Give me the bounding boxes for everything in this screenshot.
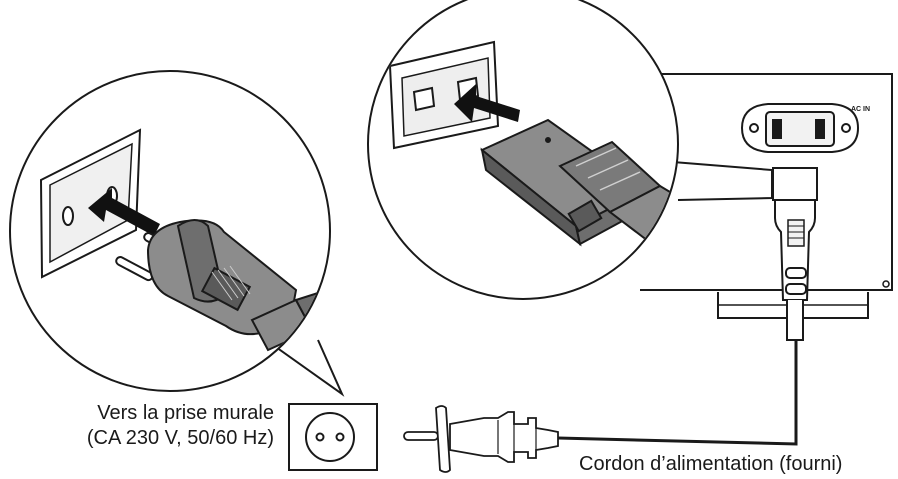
inlet-plug — [772, 167, 818, 341]
power-cord-line — [557, 340, 798, 446]
push-arrow-icon — [88, 188, 160, 236]
wall-outlet-label-line-2: (CA 230 V, 50/60 Hz) — [86, 427, 274, 449]
power-cord-label: Cordon d’alimentation (fourni) — [579, 453, 843, 475]
wall-socket-icon — [288, 403, 378, 471]
wall-outlet-label-line-1: Vers la prise murale — [97, 402, 274, 424]
iec-inlet-icon — [740, 103, 860, 153]
wall-outlet-label: Vers la prise murale (CA 230 V, 50/60 Hz… — [0, 401, 274, 451]
wall-zoom-callout — [9, 70, 345, 397]
device-zoom-callout — [367, 0, 773, 300]
iec-connector-icon — [480, 118, 677, 284]
ac-in-label: AC IN — [851, 106, 870, 113]
small-plug — [403, 405, 559, 473]
push-arrow-icon — [454, 84, 520, 122]
